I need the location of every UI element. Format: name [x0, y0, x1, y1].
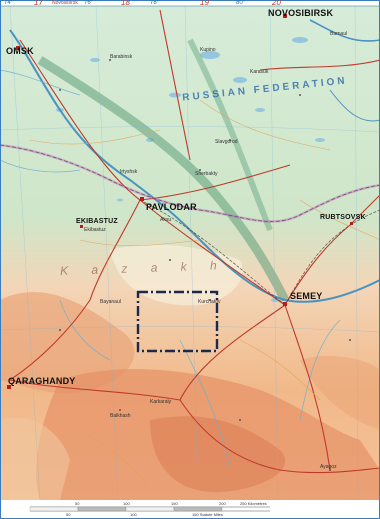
scale-km-label: 100	[123, 501, 130, 506]
city-rubtsovsk[interactable]: RUBTSOVSK	[320, 214, 366, 221]
town-label: Kupino	[200, 47, 216, 53]
grid-number: 18	[121, 0, 130, 7]
roads	[9, 9, 380, 474]
grid-number: 20	[272, 0, 281, 7]
degree-label: 76°	[84, 0, 94, 6]
degree-label: 78°	[150, 0, 160, 6]
town-label: Ekibastuz	[84, 227, 106, 233]
town-label: Slavgorod	[215, 139, 238, 145]
degree-label: 74°	[4, 0, 14, 6]
town-label: Balkhash	[110, 413, 131, 419]
top-border	[0, 0, 380, 6]
town-label: Sherbakty	[195, 171, 218, 177]
grid-number: 17	[34, 0, 43, 7]
town-label: Barabinsk	[110, 54, 133, 60]
town-label: Karkaraly	[150, 399, 172, 405]
town-label: Aksu	[160, 217, 172, 223]
town-label: Ayagoz	[320, 464, 337, 470]
city-semey[interactable]: SEMEY	[290, 291, 323, 301]
focus-box[interactable]	[136, 290, 219, 353]
grid-name: Novosibirsk	[52, 0, 78, 6]
degree-label: 80°	[236, 0, 246, 6]
scale-km-label: 150	[171, 501, 178, 506]
scale-km-label: 200	[219, 501, 226, 506]
irtysh-river	[9, 29, 380, 303]
grid-number: 19	[200, 0, 209, 7]
scale-mi-label: 150 Statute Miles	[192, 512, 223, 517]
scale-mi-label: 100	[130, 512, 137, 517]
town-label: Kurchatov	[198, 299, 221, 305]
city-novosibirsk[interactable]: NOVOSIBIRSK	[268, 8, 334, 18]
scale-mi-label: 50	[66, 512, 71, 517]
town-label: Barnaul	[330, 31, 348, 37]
town-label: Bayanaul	[100, 299, 121, 305]
scale-km-label: 250 Kilometres	[240, 501, 267, 506]
scale-bar	[29, 506, 270, 512]
town-label: Irtyshsk	[120, 169, 138, 175]
scale-km-label: 50	[75, 501, 80, 506]
city-markers	[7, 14, 353, 389]
city-ekibastuz[interactable]: EKIBASTUZ	[76, 218, 118, 225]
town-label: Karasuk	[250, 69, 269, 75]
city-pavlodar[interactable]: PAVLODAR	[146, 202, 197, 212]
city-omsk[interactable]: OMSK	[6, 46, 34, 56]
city-qaraghandy[interactable]: QARAGHANDY	[8, 376, 76, 386]
